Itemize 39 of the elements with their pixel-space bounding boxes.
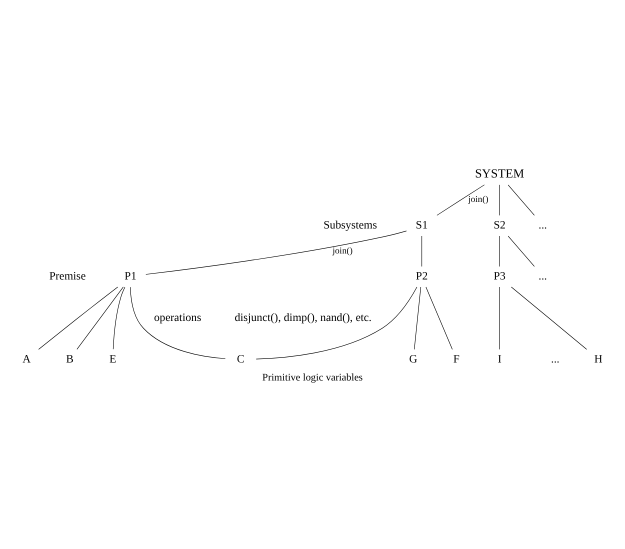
- connector: [499, 235, 500, 266]
- caption: Primitive logic variables: [262, 372, 363, 383]
- node-text: ...: [538, 270, 548, 282]
- connector: [426, 286, 453, 350]
- label: Premise: [49, 270, 86, 282]
- label: ...: [550, 352, 560, 365]
- node-text: C: [236, 352, 244, 365]
- node-text: S2: [494, 218, 506, 231]
- edge-label: join(): [468, 194, 488, 204]
- node-text: P1: [124, 270, 136, 282]
- connector: [508, 184, 535, 216]
- connector: [38, 286, 118, 350]
- node-text: G: [409, 352, 418, 365]
- connector: [436, 184, 485, 216]
- label: Subsystems: [323, 218, 378, 231]
- node-text: E: [109, 352, 116, 365]
- node-text: A: [22, 352, 31, 365]
- node-text: P2: [416, 270, 428, 282]
- connector: [499, 184, 500, 216]
- node-text: I: [498, 352, 502, 365]
- connector: [146, 230, 407, 274]
- connector: [511, 286, 587, 350]
- node-text: S1: [416, 218, 428, 231]
- connector: [76, 286, 124, 350]
- edge-label: join(): [332, 244, 353, 255]
- node-text: SYSTEM: [474, 166, 524, 180]
- node-text: B: [66, 352, 74, 365]
- node-text: P3: [494, 270, 506, 282]
- node-text: ...: [538, 218, 548, 231]
- label: disjunct(), dimp(), nand(), etc.: [234, 311, 372, 324]
- label: operations: [154, 311, 202, 324]
- connector: [130, 286, 226, 358]
- node-text: H: [594, 352, 603, 365]
- connector: [112, 286, 126, 349]
- connector: [499, 286, 500, 350]
- node-text: F: [453, 352, 460, 365]
- connector: [508, 235, 535, 266]
- connector: [414, 286, 422, 350]
- connector: [256, 286, 418, 359]
